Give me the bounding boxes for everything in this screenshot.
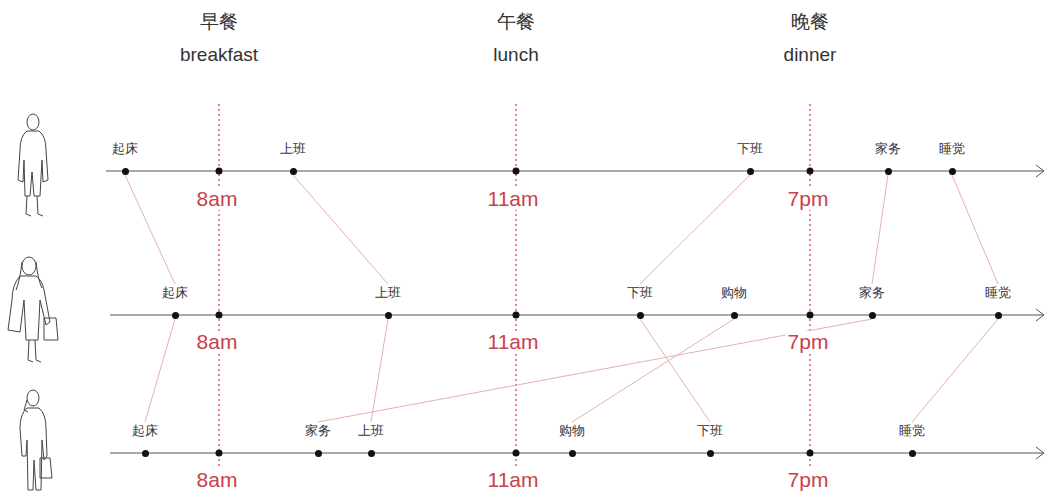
event-dot (569, 450, 576, 457)
event-marker: 家务 (873, 141, 903, 175)
event-marker: 下班 (625, 285, 655, 319)
event-marker: 下班 (735, 141, 765, 175)
time-label: 7pm (786, 331, 831, 353)
meal-heading: breakfast (180, 44, 258, 66)
event-dot (385, 312, 392, 319)
event-marker: 购物 (719, 285, 749, 319)
event-dot (290, 168, 297, 175)
activity-link (640, 319, 710, 422)
event-label: 购物 (557, 423, 587, 439)
meal-heading: lunch (493, 44, 538, 66)
event-marker: 上班 (373, 285, 403, 319)
event-label: 上班 (278, 141, 308, 157)
event-dot (909, 450, 916, 457)
event-label: 起床 (110, 141, 140, 157)
event-label: 睡觉 (983, 285, 1013, 301)
time-label: 11am (486, 469, 541, 491)
event-dot (995, 312, 1002, 319)
event-marker: 起床 (160, 285, 190, 319)
event-dot (885, 168, 892, 175)
activity-link (318, 319, 872, 422)
event-label: 下班 (625, 285, 655, 301)
time-label: 7pm (786, 469, 831, 491)
event-label: 下班 (695, 423, 725, 439)
time-label: 7pm (786, 188, 831, 210)
event-marker: 起床 (130, 423, 160, 457)
activity-link (952, 175, 998, 284)
event-marker: 睡觉 (983, 285, 1013, 319)
event-dot (122, 168, 129, 175)
event-label: 家务 (303, 423, 333, 439)
event-label: 起床 (130, 423, 160, 439)
event-label: 购物 (719, 285, 749, 301)
event-label: 睡觉 (937, 141, 967, 157)
event-label: 家务 (857, 285, 887, 301)
event-dot (747, 168, 754, 175)
event-marker: 起床 (110, 141, 140, 175)
meal-heading: 晚餐 (791, 9, 829, 35)
event-dot (949, 168, 956, 175)
event-marker: 睡觉 (937, 141, 967, 175)
event-marker: 家务 (303, 423, 333, 457)
time-label: 8am (195, 331, 240, 353)
event-label: 睡觉 (897, 423, 927, 439)
time-label: 11am (486, 331, 541, 353)
event-dot (315, 450, 322, 457)
event-dot (731, 312, 738, 319)
time-label: 8am (195, 469, 240, 491)
event-marker: 家务 (857, 285, 887, 319)
event-marker: 上班 (278, 141, 308, 175)
event-dot (172, 312, 179, 319)
event-marker: 下班 (695, 423, 725, 457)
meal-heading: 午餐 (497, 9, 535, 35)
event-dot (637, 312, 644, 319)
event-dot (368, 450, 375, 457)
time-label: 8am (195, 188, 240, 210)
activity-link (371, 319, 388, 422)
time-label: 11am (486, 188, 541, 210)
event-marker: 购物 (557, 423, 587, 457)
event-label: 下班 (735, 141, 765, 157)
event-dot (869, 312, 876, 319)
event-label: 上班 (373, 285, 403, 301)
meal-heading: 早餐 (200, 9, 238, 35)
meal-heading: dinner (784, 44, 837, 66)
event-dot (707, 450, 714, 457)
activity-link (912, 319, 998, 422)
activity-link (293, 175, 388, 284)
activity-link (872, 175, 888, 284)
activity-link (145, 319, 175, 422)
event-label: 起床 (160, 285, 190, 301)
activity-link (640, 175, 750, 284)
event-dot (142, 450, 149, 457)
event-label: 家务 (873, 141, 903, 157)
event-label: 上班 (356, 423, 386, 439)
activity-link (125, 175, 175, 284)
event-marker: 上班 (356, 423, 386, 457)
event-marker: 睡觉 (897, 423, 927, 457)
